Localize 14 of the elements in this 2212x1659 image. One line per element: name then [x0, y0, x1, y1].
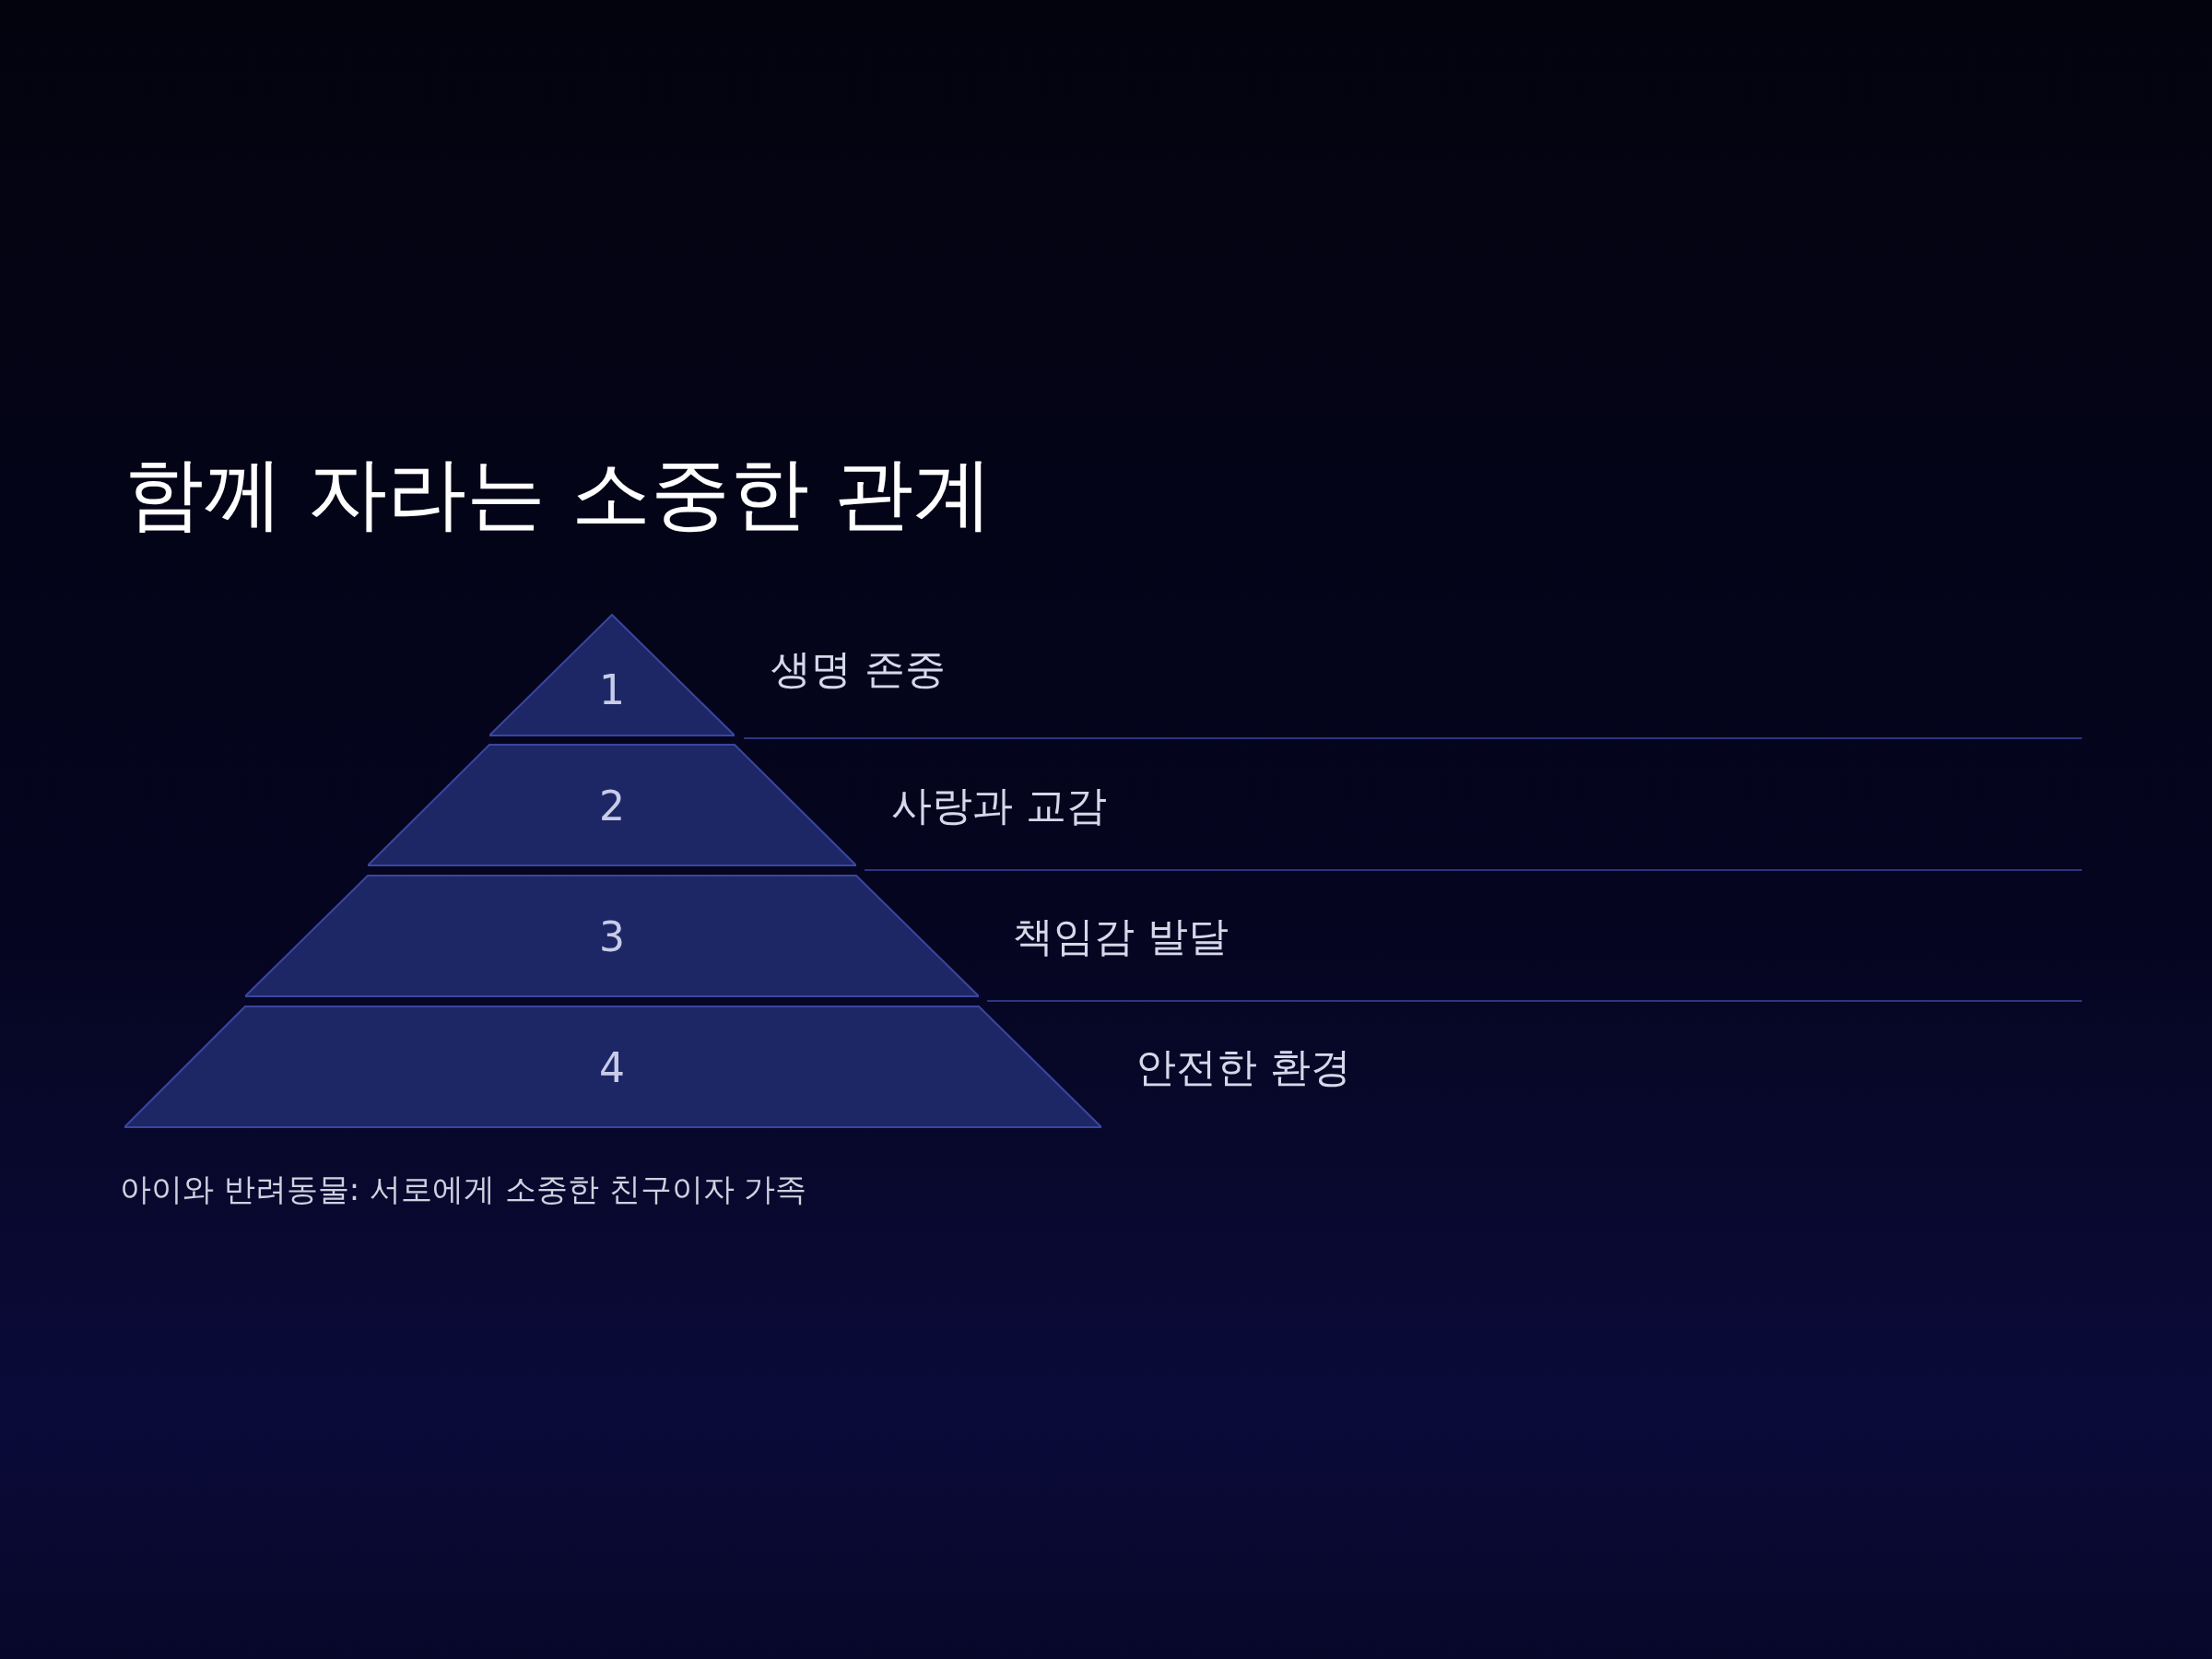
pyramid-level: [368, 744, 856, 866]
caption-text: 아이와 반려동물: 서로에게 소중한 친구이자 가족: [120, 1170, 807, 1209]
pyramid-level: [245, 875, 979, 997]
pyramid-level: [124, 1006, 1101, 1128]
level-number: 4: [599, 1043, 625, 1090]
level-label: 안전한 환경: [1135, 1041, 1351, 1091]
level-label: 책임감 발달: [1013, 911, 1229, 960]
level-label: 생명 존중: [771, 643, 946, 694]
level-number: 2: [599, 782, 625, 829]
level-number: 3: [599, 912, 625, 959]
level-label: 사랑과 교감: [891, 780, 1107, 830]
pyramid-level: [489, 614, 735, 736]
level-number: 1: [599, 665, 625, 713]
slide-title: 함께 자라는 소중한 관계: [124, 446, 993, 541]
